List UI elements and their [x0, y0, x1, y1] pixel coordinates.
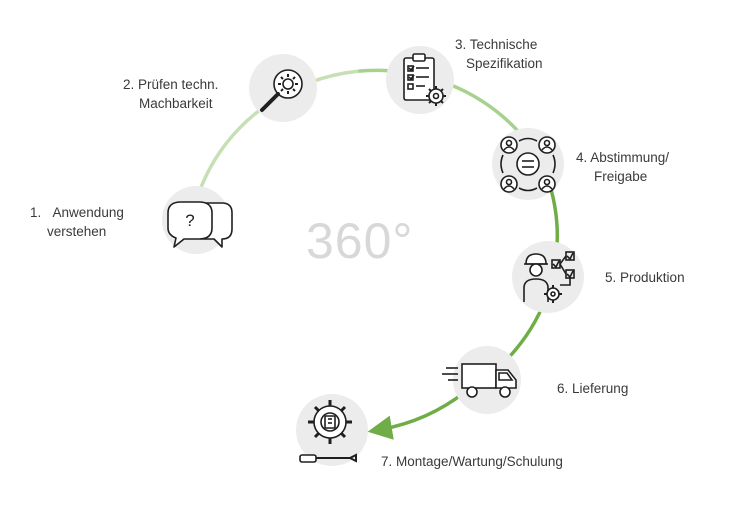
step-5-node — [512, 241, 584, 313]
step-6-label: 6. Lieferung — [557, 381, 629, 396]
step-4-node — [492, 128, 564, 200]
step-1-label: 1. Anwendung verstehen — [30, 205, 124, 239]
step-7-node — [296, 394, 368, 466]
magnifier-gear-icon — [260, 69, 303, 112]
clipboard-checklist-gear-icon — [403, 53, 446, 106]
step-5-label: 5. Produktion — [605, 270, 685, 285]
step-4-label: 4. Abstimmung/ Freigabe — [576, 150, 670, 184]
team-alignment-icon — [500, 136, 556, 193]
gear-wrench-icon — [299, 400, 357, 463]
center-360-label: 360° — [306, 213, 414, 269]
step-6-node — [442, 346, 521, 414]
step-7-label: 7. Montage/Wartung/Schulung — [381, 454, 563, 469]
delivery-truck-icon — [442, 363, 517, 398]
arc-arrow — [367, 390, 467, 440]
step-1-node: ? — [162, 186, 233, 254]
speech-bubbles-question-icon: ? — [167, 201, 233, 248]
step-2-node — [249, 54, 317, 122]
step-2-label: 2. Prüfen techn. Machbarkeit — [123, 77, 219, 111]
svg-text:?: ? — [185, 211, 194, 230]
worker-flowchart-icon — [523, 251, 575, 303]
step-3-label: 3. Technische Spezifikation — [455, 37, 543, 71]
step-3-node — [386, 46, 454, 114]
